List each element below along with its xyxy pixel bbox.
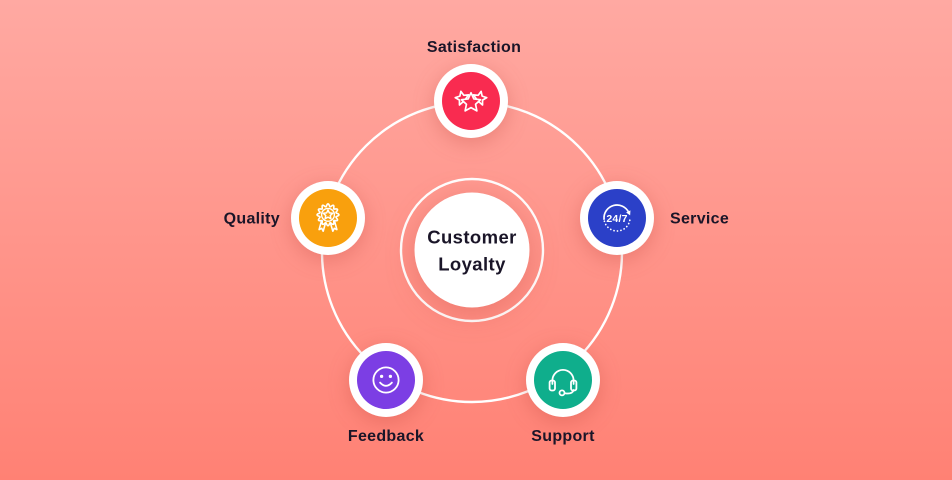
node-label-feedback: Feedback — [348, 428, 424, 445]
node-quality: Quality — [224, 181, 365, 255]
node-satisfaction: Satisfaction — [427, 39, 521, 138]
node-label-service: Service — [670, 211, 729, 228]
24-7-icon: 24/7 — [603, 204, 631, 232]
headset-icon — [548, 369, 578, 397]
24-7-icon-text: 24/7 — [606, 213, 627, 225]
hub-title-line2: Loyalty — [438, 254, 506, 275]
node-support: Support — [526, 343, 600, 445]
node-service: 24/7 Service — [580, 181, 729, 255]
center-hub: Customer Loyalty — [399, 177, 545, 323]
node-circle — [534, 351, 592, 409]
award-badge-icon — [316, 203, 340, 232]
three-stars-icon — [454, 90, 488, 112]
node-label-satisfaction: Satisfaction — [427, 39, 521, 56]
node-circle — [357, 351, 415, 409]
smiley-icon — [372, 366, 400, 394]
hub-title-line1: Customer — [427, 227, 517, 248]
node-circle — [588, 189, 646, 247]
node-label-quality: Quality — [224, 211, 280, 228]
hub-outline-ring — [399, 177, 545, 323]
node-label-support: Support — [531, 428, 595, 445]
node-feedback: Feedback — [348, 343, 424, 445]
hub-circle — [414, 192, 530, 308]
